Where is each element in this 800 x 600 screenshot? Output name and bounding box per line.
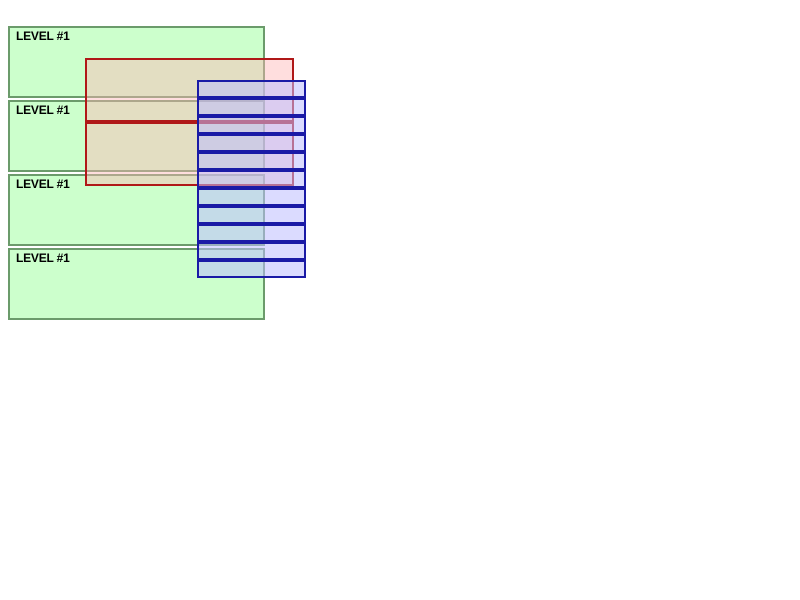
blue-box [197,188,306,206]
level-box-1: LEVEL #1 [8,26,265,98]
level-label: LEVEL #1 [16,251,70,265]
level-label: LEVEL #1 [16,29,70,43]
blue-box [197,242,306,260]
level-label: LEVEL #1 [16,177,70,191]
blue-box [197,134,306,152]
blue-box [197,152,306,170]
blue-box [197,260,306,278]
level-label: LEVEL #1 [16,103,70,117]
blue-box [197,224,306,242]
blue-box [197,116,306,134]
blue-box [197,98,306,116]
blue-box [197,206,306,224]
blue-box [197,170,306,188]
blue-box [197,80,306,98]
